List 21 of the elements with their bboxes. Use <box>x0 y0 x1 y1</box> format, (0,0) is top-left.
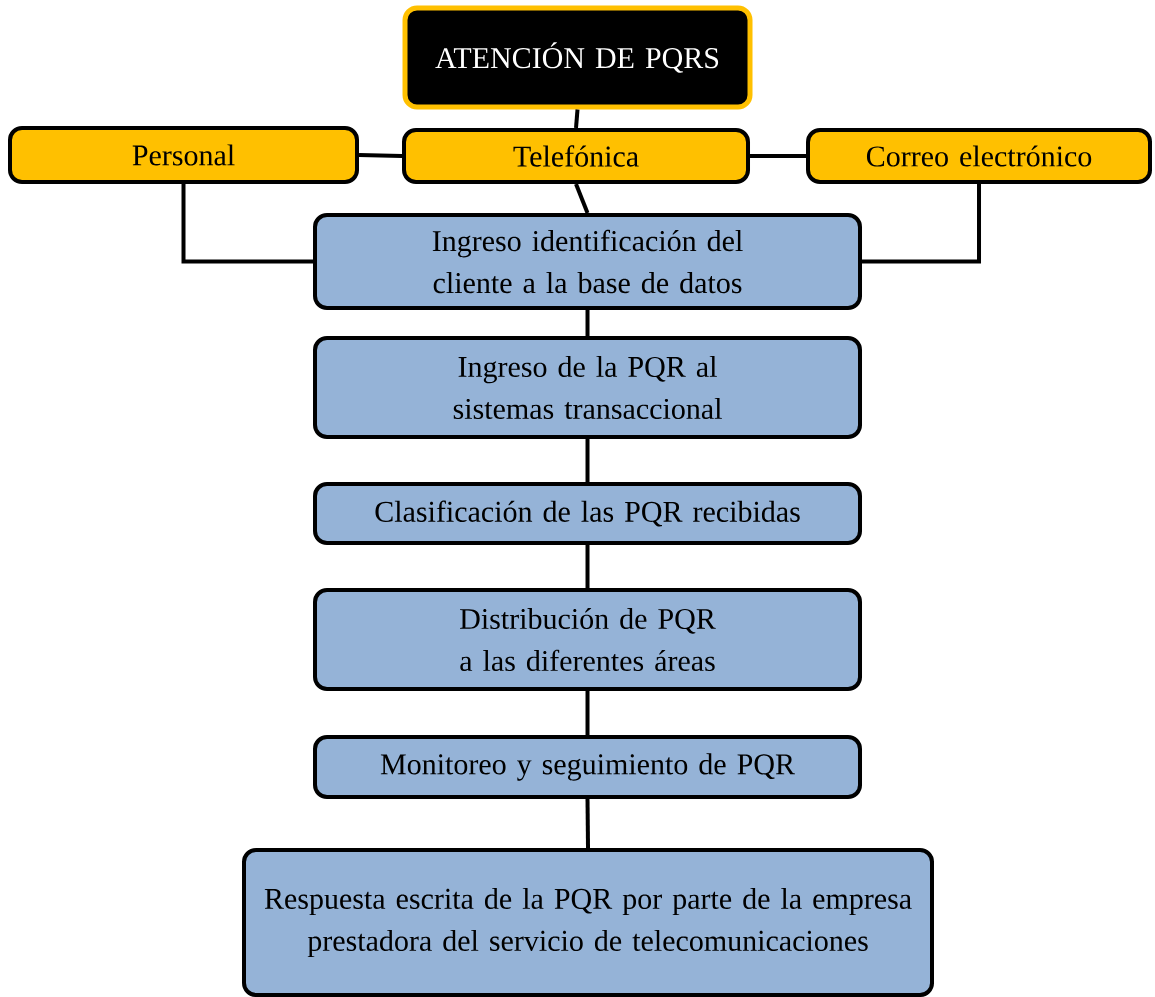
connector-line <box>585 799 590 849</box>
connector-line <box>574 183 590 214</box>
channel-box: Correo electrónico <box>806 128 1152 184</box>
connector-line <box>862 184 981 264</box>
connector-line <box>585 439 590 482</box>
connector-line <box>358 153 403 158</box>
process-box: Monitoreo y seguimiento de PQR <box>313 735 862 799</box>
process-box: Ingreso de la PQR al sistemas transaccional <box>313 336 862 439</box>
connector-line <box>181 184 313 264</box>
connector-line <box>750 154 806 158</box>
connector-line <box>585 310 590 336</box>
process-box: Distribución de PQR a las diferentes áreas <box>313 588 862 691</box>
process-box: Respuesta escrita de la PQR por parte de la empresa prestadora del servicio de telecomunicaciones <box>242 848 934 997</box>
process-box: Clasificación de las PQR recibidas <box>313 482 862 545</box>
channel-box: Telefónica <box>402 128 750 184</box>
connector-line <box>574 109 580 129</box>
connector-line <box>585 691 590 735</box>
process-box: Ingreso identificación del cliente a la base de datos <box>313 213 862 310</box>
title-box: ATENCIÓN DE PQRS <box>402 5 753 110</box>
connector-line <box>585 545 590 588</box>
channel-box: Personal <box>8 126 359 184</box>
